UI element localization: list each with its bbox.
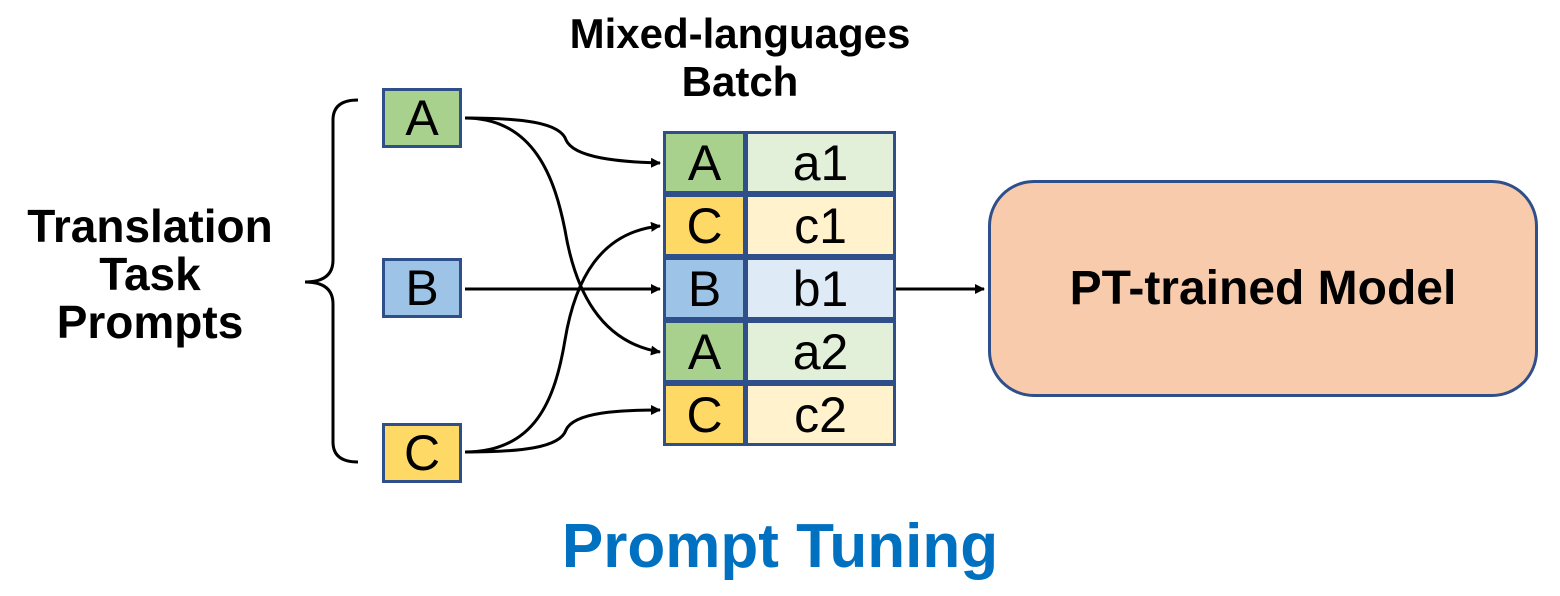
prompt-box-a: A	[382, 88, 462, 148]
arrow-c-to-c1	[464, 221, 661, 454]
arrow-a-to-a1	[464, 116, 661, 168]
batch-row-tag: A	[663, 320, 746, 383]
batch-row-text-value: a2	[792, 323, 849, 380]
prompt-box-label: A	[405, 90, 439, 146]
batch-row-text-value: c1	[794, 197, 847, 254]
batch-row-tag: C	[663, 194, 746, 257]
model-box: PT-trained Model	[988, 180, 1538, 397]
arrow-a-to-a2	[464, 116, 661, 356]
prompt-box-label: B	[405, 260, 439, 316]
brace-shape	[304, 98, 359, 464]
prompt-box-label: C	[403, 425, 441, 481]
model-label: PT-trained Model	[1069, 262, 1457, 315]
prompts-label-line2: Task	[99, 248, 201, 300]
batch-row-text: c1	[745, 194, 896, 257]
batch-row-text: b1	[745, 257, 896, 320]
batch-row-tag-text: B	[687, 260, 722, 317]
batch-row-text: a2	[745, 320, 896, 383]
batch-row-tag: B	[663, 257, 746, 320]
batch-row-text: a1	[745, 131, 896, 194]
batch-row-tag-text: A	[687, 134, 722, 191]
batch-row-tag: C	[663, 383, 746, 446]
footer-title: Prompt Tuning	[561, 512, 999, 581]
batch-row-tag-text: A	[687, 323, 722, 380]
batch-title-line2: Batch	[681, 58, 799, 105]
prompts-label-line1: Translation	[27, 200, 273, 252]
arrow-c-to-c2	[464, 405, 661, 454]
batch-row-text-value: c2	[794, 386, 847, 443]
prompt-box-b: B	[382, 258, 462, 318]
prompts-label: Translation Task Prompts	[0, 202, 300, 346]
batch-row-tag: A	[663, 131, 746, 194]
prompt-box-c: C	[382, 423, 462, 483]
batch-row-text-value: a1	[792, 134, 849, 191]
prompts-label-line3: Prompts	[56, 296, 244, 348]
batch-title: Mixed-languages Batch	[540, 10, 940, 106]
batch-row-text: c2	[745, 383, 896, 446]
batch-row-tag-text: C	[686, 197, 723, 254]
batch-row-text-value: b1	[792, 260, 849, 317]
batch-title-line1: Mixed-languages	[569, 10, 911, 57]
batch-row-tag-text: C	[686, 386, 723, 443]
